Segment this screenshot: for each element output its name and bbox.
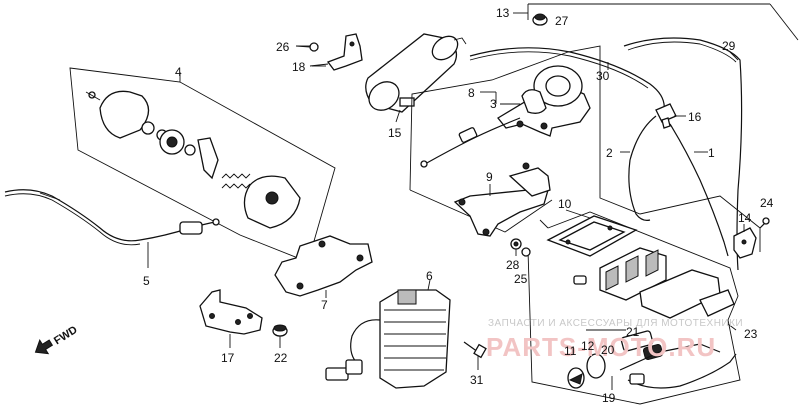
label-part-17: 17 (221, 351, 235, 365)
part-28-grommet (510, 238, 522, 250)
label-part-27: 27 (555, 14, 569, 28)
label-part-13: 13 (496, 6, 510, 20)
watermark: ЗАПЧАСТИ И АКСЕССУАРЫ ДЛЯ МОТОТЕХНИКИ PA… (486, 318, 743, 362)
label-part-2: 2 (606, 146, 613, 160)
part-14-clip (733, 227, 757, 259)
label-part-16: 16 (688, 110, 702, 124)
part-10-coupler (546, 215, 638, 257)
part-24-screw (759, 217, 770, 229)
watermark-text-small: ЗАПЧАСТИ И АКСЕССУАРЫ ДЛЯ МОТОТЕХНИКИ (488, 318, 743, 329)
fwd-indicator: FWD (34, 324, 80, 355)
label-part-25: 25 (514, 272, 528, 286)
label-part-31: 31 (470, 373, 484, 387)
part-labels: 1 2 3 4 5 6 7 8 9 10 11 12 13 14 15 16 1… (143, 6, 774, 405)
label-part-1: 1 (708, 146, 715, 160)
part-16-fitting (655, 103, 677, 129)
label-part-24: 24 (760, 196, 774, 210)
part-1-hose (669, 123, 729, 257)
label-part-5: 5 (143, 274, 150, 288)
part-6-regulator (325, 289, 451, 389)
part-29-hose (623, 37, 743, 271)
part-5-cable (4, 189, 220, 246)
label-part-6: 6 (426, 269, 433, 283)
part-27-nut (532, 13, 548, 26)
part-18-bracket (309, 33, 363, 71)
label-part-30: 30 (596, 69, 610, 83)
label-part-22: 22 (274, 351, 288, 365)
label-part-15: 15 (388, 126, 402, 140)
label-part-20: 20 (601, 343, 615, 357)
part-2-hose (628, 115, 657, 221)
label-part-10: 10 (558, 197, 572, 211)
label-part-26: 26 (276, 40, 290, 54)
part-15-vacuum-tank (365, 33, 467, 113)
part-9-bracket (453, 162, 551, 237)
label-part-8: 8 (468, 86, 475, 100)
label-part-9: 9 (486, 170, 493, 184)
label-part-3: 3 (490, 97, 497, 111)
part-12-sleeve (586, 353, 606, 379)
main-assembly-outline (409, 45, 601, 233)
fwd-label: FWD (52, 324, 80, 347)
part-22-grommet (272, 324, 288, 337)
part-7-bracket (274, 235, 373, 297)
part-17-bracket (199, 289, 263, 335)
watermark-logo: PARTS-MOTO.RU (486, 332, 716, 362)
part-11-cap (567, 367, 585, 389)
part-31-bolt (463, 341, 487, 359)
label-part-21: 21 (626, 325, 640, 339)
label-part-28: 28 (506, 258, 520, 272)
part-8-actuator (497, 65, 591, 137)
part-19-wire (627, 353, 737, 389)
label-part-4: 4 (175, 65, 182, 79)
part-20-harness (619, 330, 721, 371)
part-30-hose (469, 47, 665, 111)
label-part-12: 12 (581, 339, 595, 353)
label-part-18: 18 (292, 60, 306, 74)
right-assembly-outline (527, 90, 761, 405)
part-26-bolt (295, 42, 319, 52)
part-3-cable-rod (420, 117, 521, 168)
label-part-11: 11 (564, 344, 577, 358)
part-4-internals (141, 121, 301, 229)
part-25-washer (521, 247, 531, 257)
label-part-23: 23 (744, 327, 758, 341)
part-4-cover (85, 90, 150, 139)
label-part-14: 14 (738, 211, 752, 225)
label-part-7: 7 (321, 298, 328, 312)
label-part-29: 29 (722, 39, 736, 53)
control-unit-cluster (573, 247, 735, 319)
leader-lines (147, 3, 799, 390)
label-part-19: 19 (602, 391, 616, 405)
